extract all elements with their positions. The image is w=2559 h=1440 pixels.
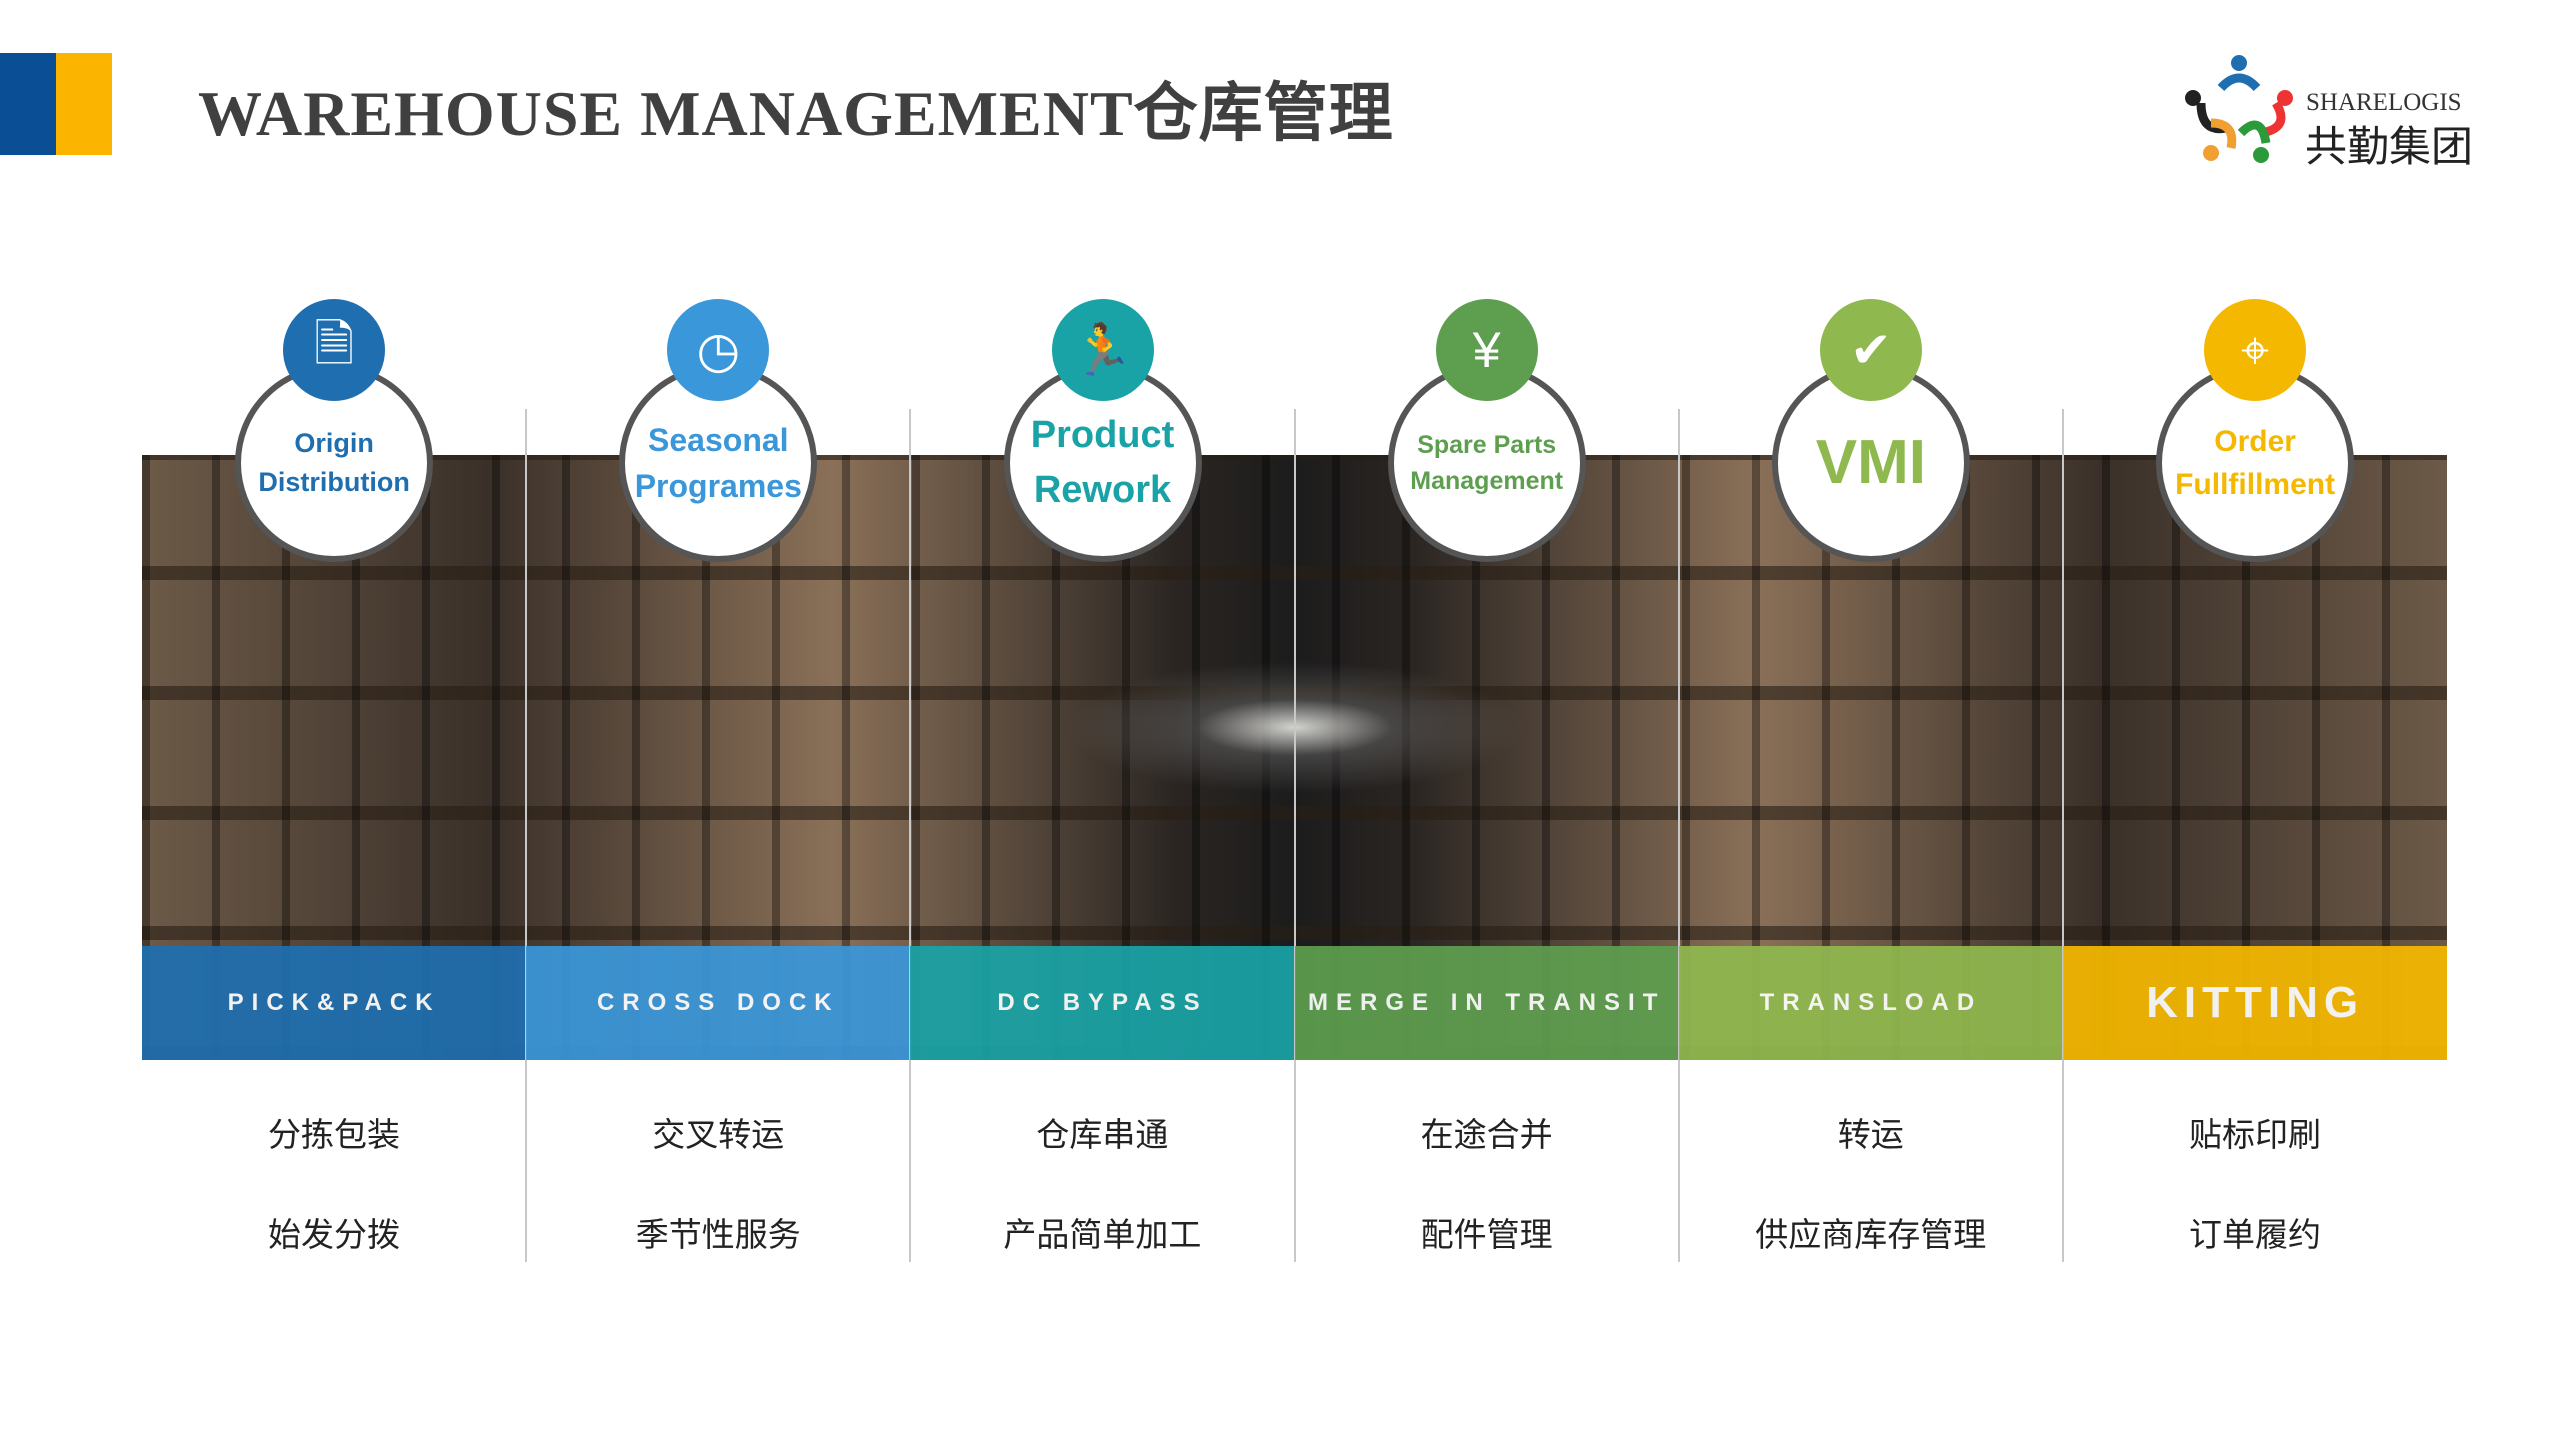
- service-description-cn: 始发分拨: [268, 1216, 400, 1253]
- service-description-cn: 在途合并: [1420, 1116, 1553, 1153]
- service-band-0: PICK&PACK: [142, 946, 527, 1060]
- service-label: Origin Distribution: [258, 427, 410, 497]
- service-description-cn: 订单履约: [2189, 1216, 2321, 1253]
- service-label: VMI: [1815, 428, 1926, 498]
- document-search-icon: 🗎: [283, 299, 386, 401]
- service-description-cn: 产品简单加工: [1003, 1216, 1202, 1253]
- money-icon: ¥: [1435, 299, 1538, 401]
- service-description-cn: 分拣包装: [268, 1116, 400, 1153]
- service-description-cn: 仓库串通: [1036, 1116, 1169, 1153]
- service-description-cn: 转运: [1837, 1116, 1904, 1153]
- accent-bar-blue: [0, 53, 56, 155]
- service-label: Seasonal Programes: [634, 421, 802, 504]
- service-band-1: CROSS DOCK: [526, 946, 911, 1060]
- logo-figures-icon: [2185, 55, 2293, 163]
- service-description-cn: 交叉转运: [652, 1116, 785, 1153]
- column-divider: [1293, 409, 1296, 1262]
- service-label: Product Rework: [1030, 413, 1175, 511]
- sharelogis-logo: SHARELOGIS 共勤集团: [2181, 53, 2473, 170]
- service-band-4: TRANSLOAD: [1678, 946, 2063, 1060]
- accent-bar-yellow: [56, 53, 112, 155]
- column-divider: [909, 409, 912, 1262]
- column-divider: [2062, 409, 2064, 1262]
- service-band-3: MERGE IN TRANSIT: [1294, 946, 1679, 1060]
- service-description-cn: 季节性服务: [635, 1216, 801, 1253]
- service-band-5: KITTING: [2063, 946, 2448, 1060]
- service-description-cn: 供应商库存管理: [1755, 1216, 1987, 1253]
- clock-icon: ◷: [667, 299, 770, 401]
- service-description-cn: 贴标印刷: [2189, 1116, 2321, 1153]
- service-band-2: DC BYPASS: [910, 946, 1295, 1060]
- location-pin-icon: ⌖: [2204, 299, 2307, 401]
- service-label: Spare Parts Management: [1410, 430, 1564, 495]
- column-divider: [525, 409, 528, 1262]
- service-circle: Origin Distribution: [235, 364, 434, 562]
- service-label: Order Fullfillment: [2175, 424, 2336, 502]
- running-person-icon: 🏃: [1051, 299, 1154, 401]
- page-title: WAREHOUSE MANAGEMENT仓库管理: [198, 78, 1394, 149]
- check-circle-icon: ✔: [1819, 299, 1922, 401]
- column-divider: [1677, 409, 1680, 1262]
- service-description-cn: 配件管理: [1420, 1216, 1553, 1253]
